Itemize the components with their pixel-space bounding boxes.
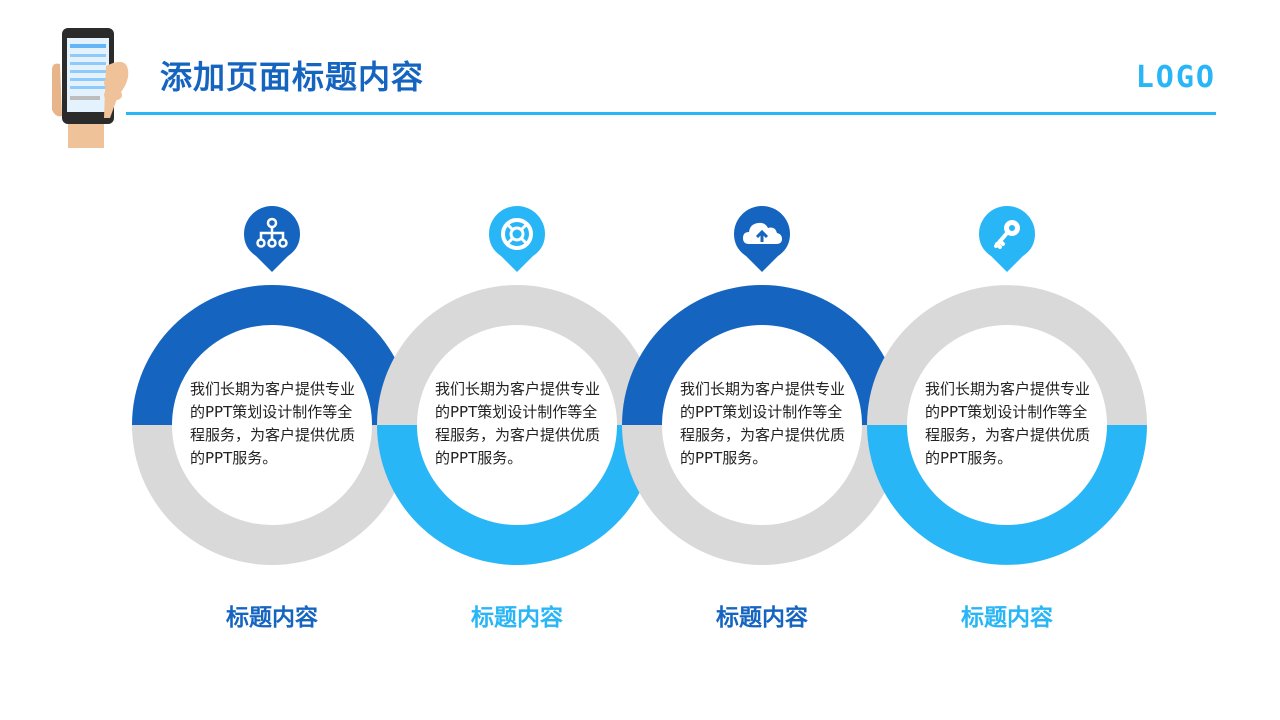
- step-1-text: 我们长期为客户提供专业的PPT策划设计制作等全程服务，为客户提供优质的PPT服务…: [190, 380, 356, 467]
- logo: LOGO: [1135, 60, 1216, 95]
- step-4-text: 我们长期为客户提供专业的PPT策划设计制作等全程服务，为客户提供优质的PPT服务…: [925, 380, 1091, 467]
- cloud-upload-icon: [734, 206, 790, 272]
- hierarchy-icon: [244, 206, 300, 272]
- ring-1: [132, 285, 412, 565]
- step-4-title: 标题内容: [961, 605, 1053, 631]
- step-3-title: 标题内容: [716, 605, 808, 631]
- ring-2: [377, 285, 657, 565]
- step-2-title: 标题内容: [471, 605, 563, 631]
- ring-4: [867, 285, 1147, 565]
- step-3-text: 我们长期为客户提供专业的PPT策划设计制作等全程服务，为客户提供优质的PPT服务…: [680, 380, 846, 467]
- lifebuoy-icon: [489, 206, 545, 272]
- phone-in-hand-icon: [48, 26, 132, 148]
- step-1-title: 标题内容: [226, 605, 318, 631]
- key-icon: [979, 206, 1035, 272]
- title-divider: [126, 112, 1216, 115]
- step-2-text: 我们长期为客户提供专业的PPT策划设计制作等全程服务，为客户提供优质的PPT服务…: [435, 380, 601, 467]
- page-title: 添加页面标题内容: [160, 58, 425, 96]
- ring-3: [622, 285, 902, 565]
